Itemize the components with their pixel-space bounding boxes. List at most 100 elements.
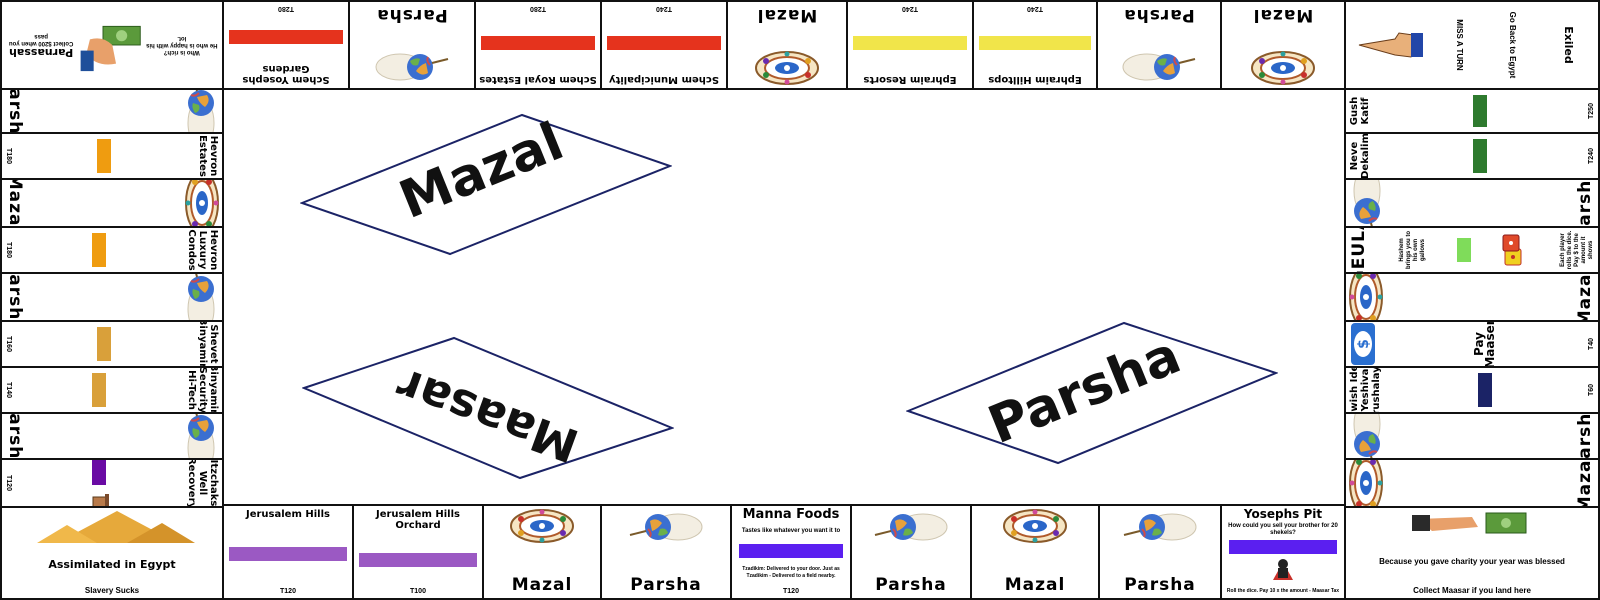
space-left-parsha[interactable]: Parsha bbox=[0, 88, 224, 134]
mazal-zodiac-wheel-icon bbox=[754, 46, 820, 85]
corner-parnassah-title: Parnassah bbox=[9, 46, 74, 59]
space-right-mazal[interactable]: Mazal bbox=[1344, 272, 1600, 322]
color-band bbox=[607, 36, 721, 50]
well-icon bbox=[88, 491, 111, 506]
property-name: Jerusalem Hills bbox=[246, 509, 330, 520]
space-top-parsha[interactable]: Parsha bbox=[1096, 0, 1222, 90]
dice-icon bbox=[1501, 233, 1530, 267]
space-name: Parsha bbox=[630, 575, 702, 595]
color-band bbox=[739, 543, 843, 558]
torah-scroll-globe-icon bbox=[180, 274, 219, 320]
pyramids-icon bbox=[37, 511, 195, 543]
torah-scroll-globe-icon bbox=[1349, 180, 1388, 226]
space-right-jewish-idea-yeshiva-yerushalayim[interactable]: Jewish Idea Yeshiva Yerushalayim T60 bbox=[1344, 366, 1600, 414]
property-name: Neve Dekalim bbox=[1349, 133, 1371, 179]
corner-exiled-line1: Go Back to Egypt bbox=[1508, 11, 1518, 79]
property-price: T280 bbox=[530, 5, 546, 12]
property-name: Hevron Luxury Condos bbox=[186, 229, 219, 271]
corner-charity-blessed[interactable]: Because you gave charity your year was b… bbox=[1344, 504, 1600, 600]
corner-assimilated-title: Assimilated in Egypt bbox=[48, 557, 176, 571]
space-subtitle: Tastes like whatever you want it to bbox=[741, 528, 841, 535]
property-name: Ephraim Hilltops bbox=[988, 74, 1082, 85]
dollar-coin-icon: $ bbox=[1349, 322, 1382, 366]
space-name: Mazal bbox=[1575, 458, 1595, 508]
corner-assimilated-in-egypt[interactable]: Assimilated in Egypt Slavery Sucks bbox=[0, 504, 224, 600]
property-price: T240 bbox=[902, 5, 918, 12]
property-price: T60 bbox=[1588, 383, 1595, 397]
space-bottom-parsha[interactable]: Parsha bbox=[850, 504, 972, 600]
mazal-zodiac-wheel-icon bbox=[1349, 460, 1388, 506]
money-hand-icon bbox=[80, 25, 141, 72]
property-price: T160 bbox=[5, 336, 12, 352]
property-price: T280 bbox=[278, 5, 294, 12]
mazal-card-deck[interactable]: Mazal bbox=[299, 112, 673, 257]
property-name: Jewish Idea Yeshiva Yerushalayim bbox=[1349, 366, 1382, 414]
corner-parnassah-line3: He who is happy with his lot. bbox=[146, 35, 218, 49]
space-subtitle: Hashem brings you to his own gallows bbox=[1399, 231, 1426, 269]
space-name: Mazal bbox=[1252, 5, 1314, 25]
corner-exiled[interactable]: Exiled Go Back to Egypt MISS A TURN bbox=[1344, 0, 1600, 90]
space-bottom-mazal[interactable]: Mazal bbox=[970, 504, 1100, 600]
space-name: Parsha bbox=[5, 88, 25, 134]
space-price: T40 bbox=[1588, 337, 1595, 351]
space-name: Mazal bbox=[5, 178, 25, 228]
space-side-note: Each player rolls the dice. Pay $ to the… bbox=[1560, 230, 1594, 270]
color-band bbox=[1457, 238, 1471, 262]
space-name: Parsha bbox=[5, 412, 25, 460]
torah-scroll-globe-icon bbox=[180, 90, 219, 132]
property-name: Binyamin Security Hi-Tech bbox=[186, 366, 219, 414]
space-left-parsha[interactable]: Parsha bbox=[0, 272, 224, 322]
space-right-geula[interactable]: GEULA Hashem brings you to his own gallow… bbox=[1344, 226, 1600, 274]
torah-scroll-globe-icon bbox=[374, 46, 450, 85]
space-name: Pay Maaser bbox=[1472, 320, 1497, 368]
property-price: T100 bbox=[410, 588, 426, 595]
space-top-schem-yosephs-gardens[interactable]: Schem Yosephs Gardens T280 bbox=[222, 0, 350, 90]
corner-parnassah[interactable]: Who is rich? He who is happy with his lo… bbox=[0, 0, 224, 90]
property-name: Schem Royal Estates bbox=[479, 74, 597, 85]
parsha-card-deck[interactable]: Parsha bbox=[905, 321, 1279, 466]
space-name: Parsha bbox=[1124, 575, 1196, 595]
color-band bbox=[97, 139, 112, 173]
space-top-parsha[interactable]: Parsha bbox=[348, 0, 476, 90]
space-top-mazal[interactable]: Mazal bbox=[726, 0, 848, 90]
space-name: Parsha bbox=[1123, 5, 1195, 25]
space-top-mazal[interactable]: Mazal bbox=[1220, 0, 1346, 90]
property-name: Schem Yosephs Gardens bbox=[242, 63, 330, 85]
space-right-parsha[interactable]: Parsha bbox=[1344, 178, 1600, 228]
space-bottom-parsha[interactable]: Parsha bbox=[600, 504, 732, 600]
space-left-mazal[interactable]: Mazal bbox=[0, 178, 224, 228]
maasar-card-deck[interactable]: Maasar bbox=[301, 336, 675, 481]
space-name: Yosephs Pit bbox=[1243, 507, 1323, 521]
color-band bbox=[229, 30, 343, 45]
color-band bbox=[97, 327, 112, 361]
space-name: GEULA bbox=[1349, 226, 1369, 274]
space-right-pay-maaser[interactable]: $ Pay Maaser T40 bbox=[1344, 320, 1600, 368]
space-left-parsha[interactable]: Parsha bbox=[0, 412, 224, 460]
space-price: T120 bbox=[783, 588, 799, 595]
torah-scroll-globe-icon bbox=[873, 509, 949, 548]
space-right-parsha[interactable]: Parsha bbox=[1344, 412, 1600, 460]
property-name: Schem Municipality bbox=[609, 74, 719, 85]
space-name: Parsha bbox=[1575, 412, 1595, 460]
color-band bbox=[979, 36, 1091, 50]
mazal-zodiac-wheel-icon bbox=[180, 180, 219, 226]
corner-exiled-title: Exiled bbox=[1561, 26, 1575, 64]
space-bottom-mazal[interactable]: Mazal bbox=[482, 504, 602, 600]
space-bottom-parsha[interactable]: Parsha bbox=[1098, 504, 1222, 600]
space-right-mazal[interactable]: Mazal bbox=[1344, 458, 1600, 508]
space-top-schem-royal-estates[interactable]: Schem Royal Estates T280 bbox=[474, 0, 602, 90]
